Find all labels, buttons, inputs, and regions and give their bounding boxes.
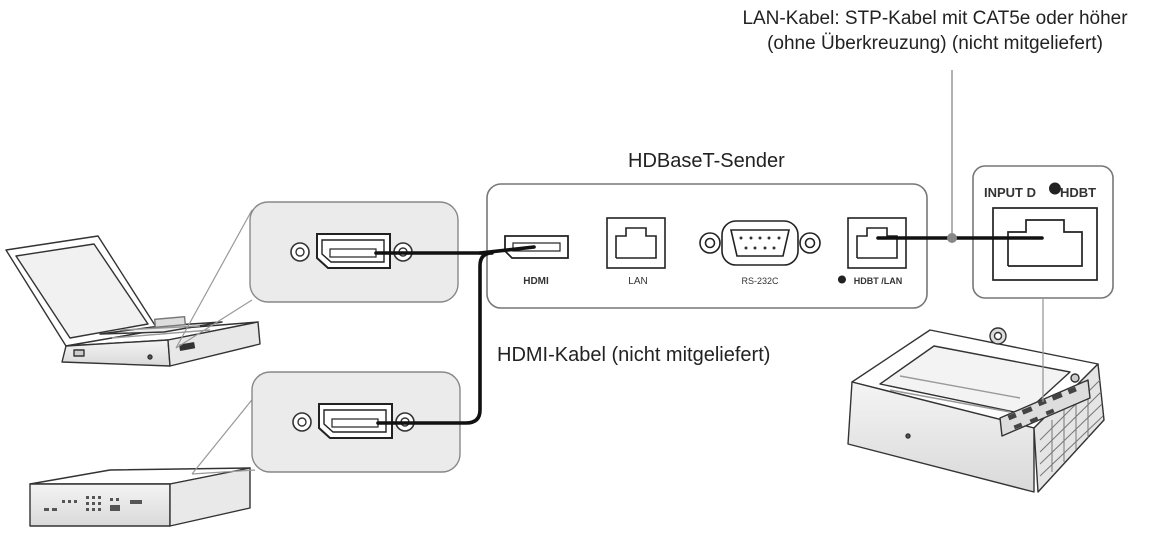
sender-hdmi-label: HDMI — [523, 276, 549, 287]
sender-hdmi-port: HDMI — [504, 235, 569, 287]
lan-cable-label-line1: LAN-Kabel: STP-Kabel mit CAT5e oder höhe… — [742, 8, 1128, 29]
hdbaset-sender-label: HDBaseT-Sender — [628, 150, 785, 172]
input-hdbt-logo-icon — [1049, 182, 1061, 195]
sender-hdbt-lan-label: HDBT /LAN — [854, 276, 903, 286]
laptop — [5, 235, 261, 367]
sender-rs232c-label: RS-232C — [741, 276, 779, 286]
input-hdbt-label: HDBT — [1060, 185, 1096, 200]
projector-input-d-zoom: INPUT D HDBT — [972, 165, 1114, 299]
lan-cable — [876, 70, 1044, 243]
sender-lan-label: LAN — [628, 276, 647, 287]
projector-hdbt-port — [992, 207, 1098, 281]
hdmi-cable — [374, 245, 536, 425]
sender-hdbt-lan-port: HDBT /LAN — [838, 217, 907, 286]
player-hdmi-port-zoom — [251, 371, 461, 473]
laptop-hdmi-port-zoom — [249, 201, 459, 303]
media-player-box — [29, 467, 251, 527]
zoom-callout-lines — [175, 209, 256, 475]
hdmi-cable-label: HDMI-Kabel (nicht mitgeliefert) — [497, 344, 771, 366]
sender-rs232c-port: RS-232C — [699, 220, 821, 286]
hdbaset-sender-panel: HDMI LAN RS-232C HDBT /LA — [486, 183, 928, 309]
input-d-label: INPUT D — [984, 185, 1036, 200]
projector — [847, 327, 1105, 493]
hdbt-logo-icon — [838, 275, 846, 284]
sender-lan-port: LAN — [606, 217, 666, 287]
lan-cable-label-line2: (ohne Überkreuzung) (nicht mitgeliefert) — [767, 33, 1103, 54]
